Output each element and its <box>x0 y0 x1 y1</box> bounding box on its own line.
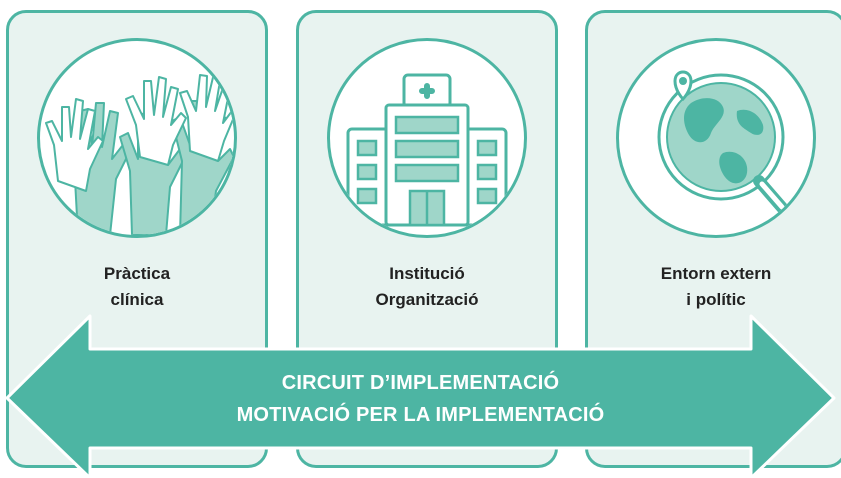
double-arrow-shape <box>5 314 836 478</box>
panel-2-label: Institució Organització <box>299 261 555 313</box>
panel-practica-clinica: Pràctica clínica <box>6 10 268 468</box>
panel-1-label-line1: Pràctica <box>103 264 171 283</box>
institution-circle <box>327 38 527 238</box>
arrow-title-line2: MOTIVACIÓ PER LA IMPLEMENTACIÓ <box>236 404 605 426</box>
arrow-title-line1: CIRCUIT D’IMPLEMENTACIÓ <box>281 372 560 394</box>
panel-1-label: Pràctica clínica <box>9 261 265 313</box>
panel-3-label-line1: Entorn extern <box>660 264 772 283</box>
panel-3-label-line2: i polític <box>686 290 746 309</box>
panel-3-label: Entorn extern i polític <box>588 261 841 313</box>
hands-icon <box>45 72 234 235</box>
environment-circle <box>616 38 816 238</box>
globe-search-icon <box>657 70 791 217</box>
panel-2-label-line2: Organització <box>375 290 479 309</box>
practice-circle <box>37 38 237 238</box>
panel-1-label-line2: clínica <box>110 290 164 309</box>
hospital-icon <box>346 73 508 227</box>
panel-2-label-line1: Institució <box>389 264 465 283</box>
